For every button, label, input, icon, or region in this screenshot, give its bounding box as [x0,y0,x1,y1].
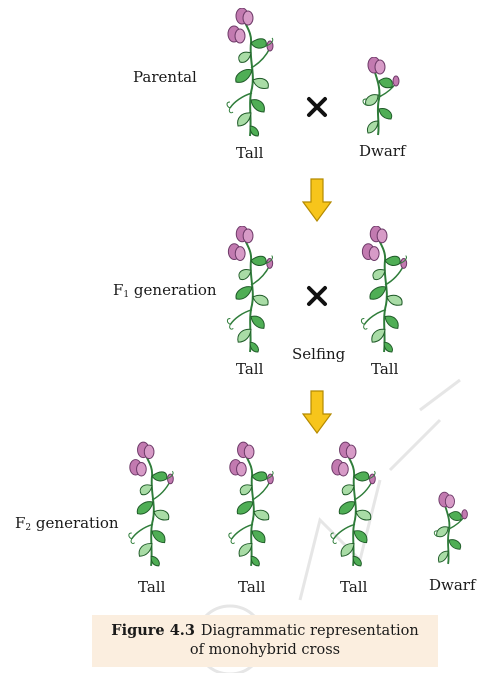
tall-plant-icon [224,441,282,569]
f2-plant-label-3: Tall [340,578,368,596]
f2-plant-label-4: Dwarf [429,576,476,594]
parental-left-label: Tall [236,144,264,162]
caption-line-1: Figure 4.3 Diagrammatic representation [92,621,438,641]
figure-number: Figure 4.3 [111,622,195,639]
down-arrow-icon [302,178,332,222]
tall-plant-icon [356,226,416,354]
dwarf-plant-icon [426,490,472,568]
f2-generation-label: F2 generation [15,514,119,537]
f1-generation-label: F1 generation [113,281,217,304]
figure-caption: Figure 4.3 Diagrammatic representation of… [92,615,438,667]
cross-icon [306,96,328,118]
tall-plant-icon [222,8,282,138]
f2-label-suffix: generation [31,514,119,532]
tall-plant-icon [326,441,384,569]
f2-label-prefix: F [15,514,26,532]
f1-label-sub: 1 [123,290,130,300]
selfing-label: Selfing [292,345,346,363]
down-arrow-icon [302,390,332,434]
f1-right-label: Tall [371,360,399,378]
parental-right-label: Dwarf [359,142,406,160]
parental-label: Parental [133,68,197,86]
f2-label-sub: 2 [25,523,32,533]
tall-plant-icon [222,226,282,354]
tall-plant-icon [124,441,182,569]
f1-label-suffix: generation [129,281,217,299]
f1-label-prefix: F [113,281,124,299]
cross-icon [306,285,328,307]
f1-left-label: Tall [236,360,264,378]
caption-text-2: of monohybrid cross [189,642,341,658]
caption-text-1: Diagrammatic representation [200,623,419,639]
f2-plant-label-1: Tall [138,578,166,596]
dwarf-plant-icon [354,57,404,137]
f2-plant-label-2: Tall [238,578,266,596]
